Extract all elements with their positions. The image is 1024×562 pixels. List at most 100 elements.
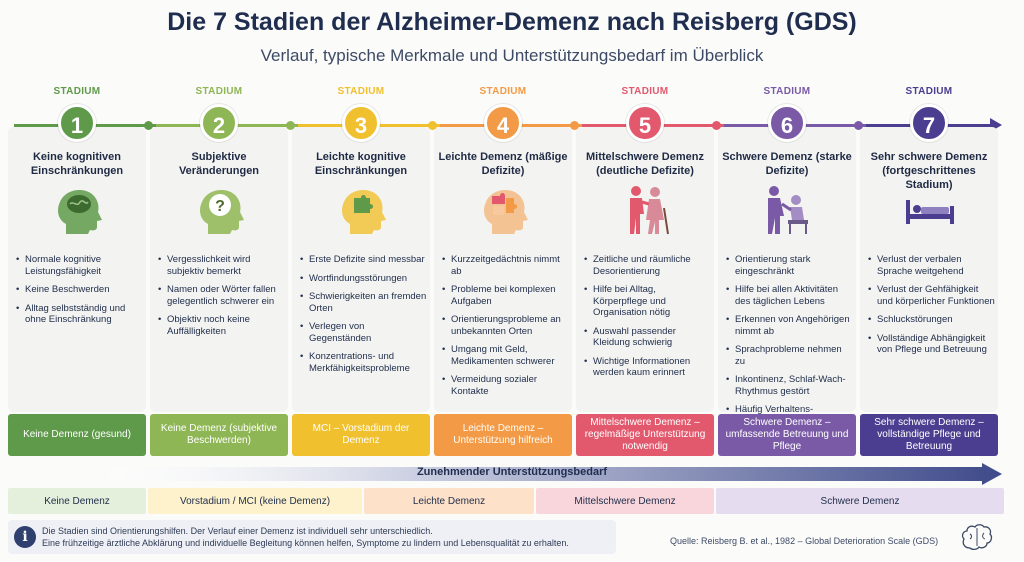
phase-segment: Mittelschwere Demenz [536, 488, 714, 514]
symptom-item: Zeitliche und räumliche Desorientierung [584, 254, 712, 277]
stage-label: STADIUM [905, 86, 953, 97]
info-icon: i [14, 526, 36, 548]
stage-symptom-list: Vergesslichkeit wird subjektiv bemerktNa… [158, 254, 286, 344]
stage-classification-badge: Mittelschwere Demenz – regelmäßige Unter… [576, 414, 714, 456]
symptom-item: Vergesslichkeit wird subjektiv bemerkt [158, 254, 286, 277]
timeline-dot [854, 121, 863, 130]
stage-symptom-list: Normale kognitive LeistungsfähigkeitKein… [16, 254, 144, 333]
symptom-item: Normale kognitive Leistungsfähigkeit [16, 254, 144, 277]
support-need-label: Zunehmender Unterstützungsbedarf [416, 466, 608, 478]
symptom-item: Wortfindungsstörungen [300, 273, 428, 285]
stage-symptom-list: Kurzzeitgedächtnis nimmt ab Probleme bei … [442, 254, 570, 404]
stage-label: STADIUM [337, 86, 385, 97]
timeline-dot [428, 121, 437, 130]
symptom-item: Wichtige Informationen werden kaum erinn… [584, 356, 712, 379]
stage-title: Leichte Demenz (mäßige Defizite) [438, 151, 568, 177]
stage-symptom-list: Orientierung stark eingeschränktHilfe be… [726, 254, 854, 434]
caregiver-icon [760, 182, 816, 238]
stage-title: Schwere Demenz (starke Defizite) [722, 151, 852, 177]
stage-classification-badge: Keine Demenz (subjektive Beschwerden) [150, 414, 288, 456]
info-line-1: Die Stadien sind Orientierungshilfen. De… [42, 526, 433, 536]
stage-label: STADIUM [479, 86, 527, 97]
svg-text:?: ? [215, 198, 225, 215]
timeline-dot [144, 121, 153, 130]
symptom-item: Hilfe bei allen Aktivitäten des tägliche… [726, 284, 854, 307]
symptom-item: Hilfe bei Alltag, Körperpflege und Organ… [584, 284, 712, 319]
symptom-item: Orientierungsprobleme an unbekannten Ort… [442, 314, 570, 337]
symptom-item: Auswahl passender Kleidung schwierig [584, 326, 712, 349]
stage-label: STADIUM [621, 86, 669, 97]
stage-title: Sehr schwere Demenz (fortgeschrittenes S… [870, 151, 988, 191]
stage-number-badge: 1 [58, 104, 96, 142]
symptom-item: Erkennen von Angehörigen nimmt ab [726, 314, 854, 337]
symptom-item: Verlust der Gehfähigkeit und körperliche… [868, 284, 996, 307]
timeline-dot [570, 121, 579, 130]
puzzle-head-icon [334, 182, 390, 238]
stage-title: Mittelschwere Demenz (deutliche Defizite… [586, 151, 704, 177]
stage-number-badge: 7 [910, 104, 948, 142]
symptom-item: Vermeidung sozialer Kontakte [442, 374, 570, 397]
stage-number-badge: 5 [626, 104, 664, 142]
source-note: Quelle: Reisberg B. et al., 1982 – Globa… [670, 536, 939, 546]
symptom-item: Umgang mit Geld, Medikamenten schwerer [442, 344, 570, 367]
stage-title: Subjektive Veränderungen [178, 151, 260, 177]
brain-outline-icon [961, 524, 993, 551]
symptom-item: Schluckstörungen [868, 314, 996, 326]
timeline-dot [712, 121, 721, 130]
symptom-item: Erste Defizite sind messbar [300, 254, 428, 266]
brain-head-icon [50, 182, 106, 238]
symptom-item: Inkontinenz, Schlaf-Wach-Rhythmus gestör… [726, 374, 854, 397]
stage-symptom-list: Zeitliche und räumliche DesorientierungH… [584, 254, 712, 386]
stage-number-badge: 3 [342, 104, 380, 142]
stage-label: STADIUM [53, 86, 101, 97]
stage-symptom-list: Erste Defizite sind messbarWortfindungss… [300, 254, 428, 381]
stage-symptom-list: Verlust der verbalen Sprache weitgehendV… [868, 254, 996, 363]
stage-label: STADIUM [763, 86, 811, 97]
question-head-icon: ? [192, 182, 248, 238]
symptom-item: Kurzzeitgedächtnis nimmt ab [442, 254, 570, 277]
bed-icon [902, 182, 958, 238]
symptom-item: Namen oder Wörter fallen gelegentlich sc… [158, 284, 286, 307]
page-title: Die 7 Stadien der Alzheimer-Demenz nach … [167, 8, 857, 36]
stage-classification-badge: Sehr schwere Demenz – vollständige Pfleg… [860, 414, 998, 456]
info-line-2: Eine frühzeitige ärztliche Abklärung und… [42, 538, 569, 548]
symptom-item: Verlegen von Gegenständen [300, 321, 428, 344]
stage-title: Leichte kognitive Einschränkungen [314, 151, 408, 177]
support-need-arrow [110, 463, 1002, 485]
stage-classification-badge: MCI – Vorstadium der Demenz [292, 414, 430, 456]
symptom-item: Vollständige Abhängigkeit von Pflege und… [868, 333, 996, 356]
couple-walking-icon [618, 182, 674, 238]
phase-segment: Leichte Demenz [364, 488, 534, 514]
symptom-item: Verlust der verbalen Sprache weitgehend [868, 254, 996, 277]
stage-classification-badge: Schwere Demenz – umfassende Betreuung un… [718, 414, 856, 456]
stage-classification-badge: Keine Demenz (gesund) [8, 414, 146, 456]
timeline-dot [286, 121, 295, 130]
stage-number-badge: 4 [484, 104, 522, 142]
symptom-item: Schwierigkeiten an fremden Orten [300, 291, 428, 314]
symptom-item: Sprachprobleme nehmen zu [726, 344, 854, 367]
stage-label: STADIUM [195, 86, 243, 97]
phase-segment: Schwere Demenz [716, 488, 1004, 514]
symptom-item: Probleme bei komplexen Aufgaben [442, 284, 570, 307]
symptom-item: Objektiv noch keine Auffälligkeiten [158, 314, 286, 337]
stage-classification-badge: Leichte Demenz – Unterstützung hilfreich [434, 414, 572, 456]
symptom-item: Konzentrations- und Merkfähigkeitsproble… [300, 351, 428, 374]
info-box: i Die Stadien sind Orientierungshilfen. … [8, 520, 616, 554]
symptom-item: Keine Beschwerden [16, 284, 144, 296]
stage-title: Keine kognitiven Einschränkungen [30, 151, 124, 177]
page-subtitle: Verlauf, typische Merkmale und Unterstüt… [260, 46, 764, 65]
symptom-item: Orientierung stark eingeschränkt [726, 254, 854, 277]
phase-segment: Vorstadium / MCI (keine Demenz) [148, 488, 362, 514]
stage-number-badge: 6 [768, 104, 806, 142]
symptom-item: Alltag selbstständig und ohne Einschränk… [16, 303, 144, 326]
phase-segment: Keine Demenz [8, 488, 146, 514]
puzzle-brain-icon [476, 182, 532, 238]
